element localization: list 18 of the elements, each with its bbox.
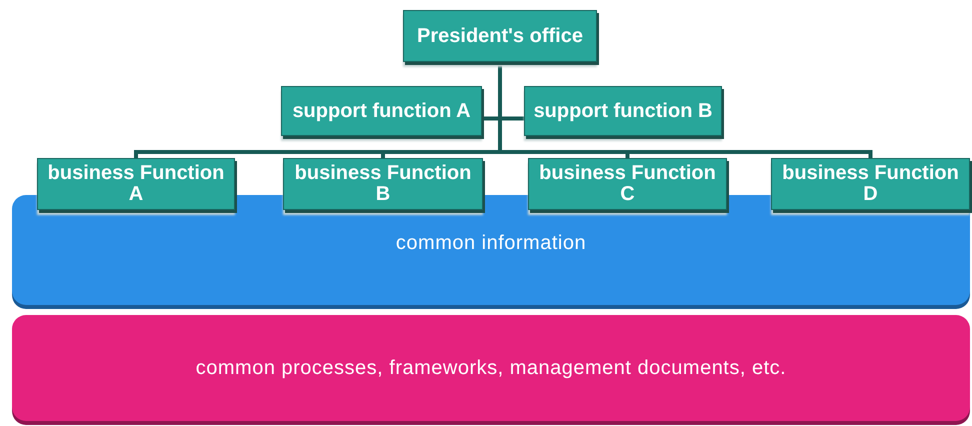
node-label: common processes, frameworks, management documents, etc. [196,356,786,380]
org-box [37,158,235,210]
connector-line [498,62,872,158]
node-label: business Function A [46,163,226,205]
node-label: support function A [292,100,471,122]
node-label: business Function C [538,163,717,205]
org-box [403,10,597,62]
org-box [528,158,727,210]
org-box [281,86,482,136]
org-box [771,158,970,210]
node-label: President's office [417,26,583,46]
node-label: business Function D [781,163,960,205]
node-label: common information [396,231,586,256]
org-box [524,86,722,136]
node-label: business Function B [294,163,472,205]
org-box [283,158,483,210]
node-label: support function B [534,100,712,122]
process-band [12,315,970,421]
